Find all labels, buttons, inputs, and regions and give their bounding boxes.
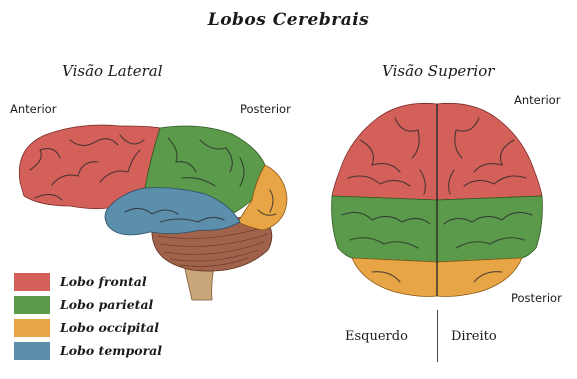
legend-label-temporal: Lobo temporal — [60, 343, 162, 358]
legend-item-temporal: Lobo temporal — [14, 339, 162, 362]
superior-right-parietal — [437, 196, 542, 262]
legend-swatch-frontal — [14, 273, 50, 291]
superior-right-frontal — [437, 103, 542, 200]
legend-label-occipital: Lobo occipital — [60, 320, 159, 335]
legend-swatch-temporal — [14, 342, 50, 360]
legend-item-parietal: Lobo parietal — [14, 293, 162, 316]
legend-swatch-occipital — [14, 319, 50, 337]
legend-item-frontal: Lobo frontal — [14, 270, 162, 293]
superior-left-frontal — [332, 103, 437, 200]
legend-label-frontal: Lobo frontal — [60, 274, 147, 289]
legend-label-parietal: Lobo parietal — [60, 297, 153, 312]
legend: Lobo frontal Lobo parietal Lobo occipita… — [14, 270, 162, 362]
superior-left-parietal — [332, 196, 437, 262]
legend-item-occipital: Lobo occipital — [14, 316, 162, 339]
legend-swatch-parietal — [14, 296, 50, 314]
